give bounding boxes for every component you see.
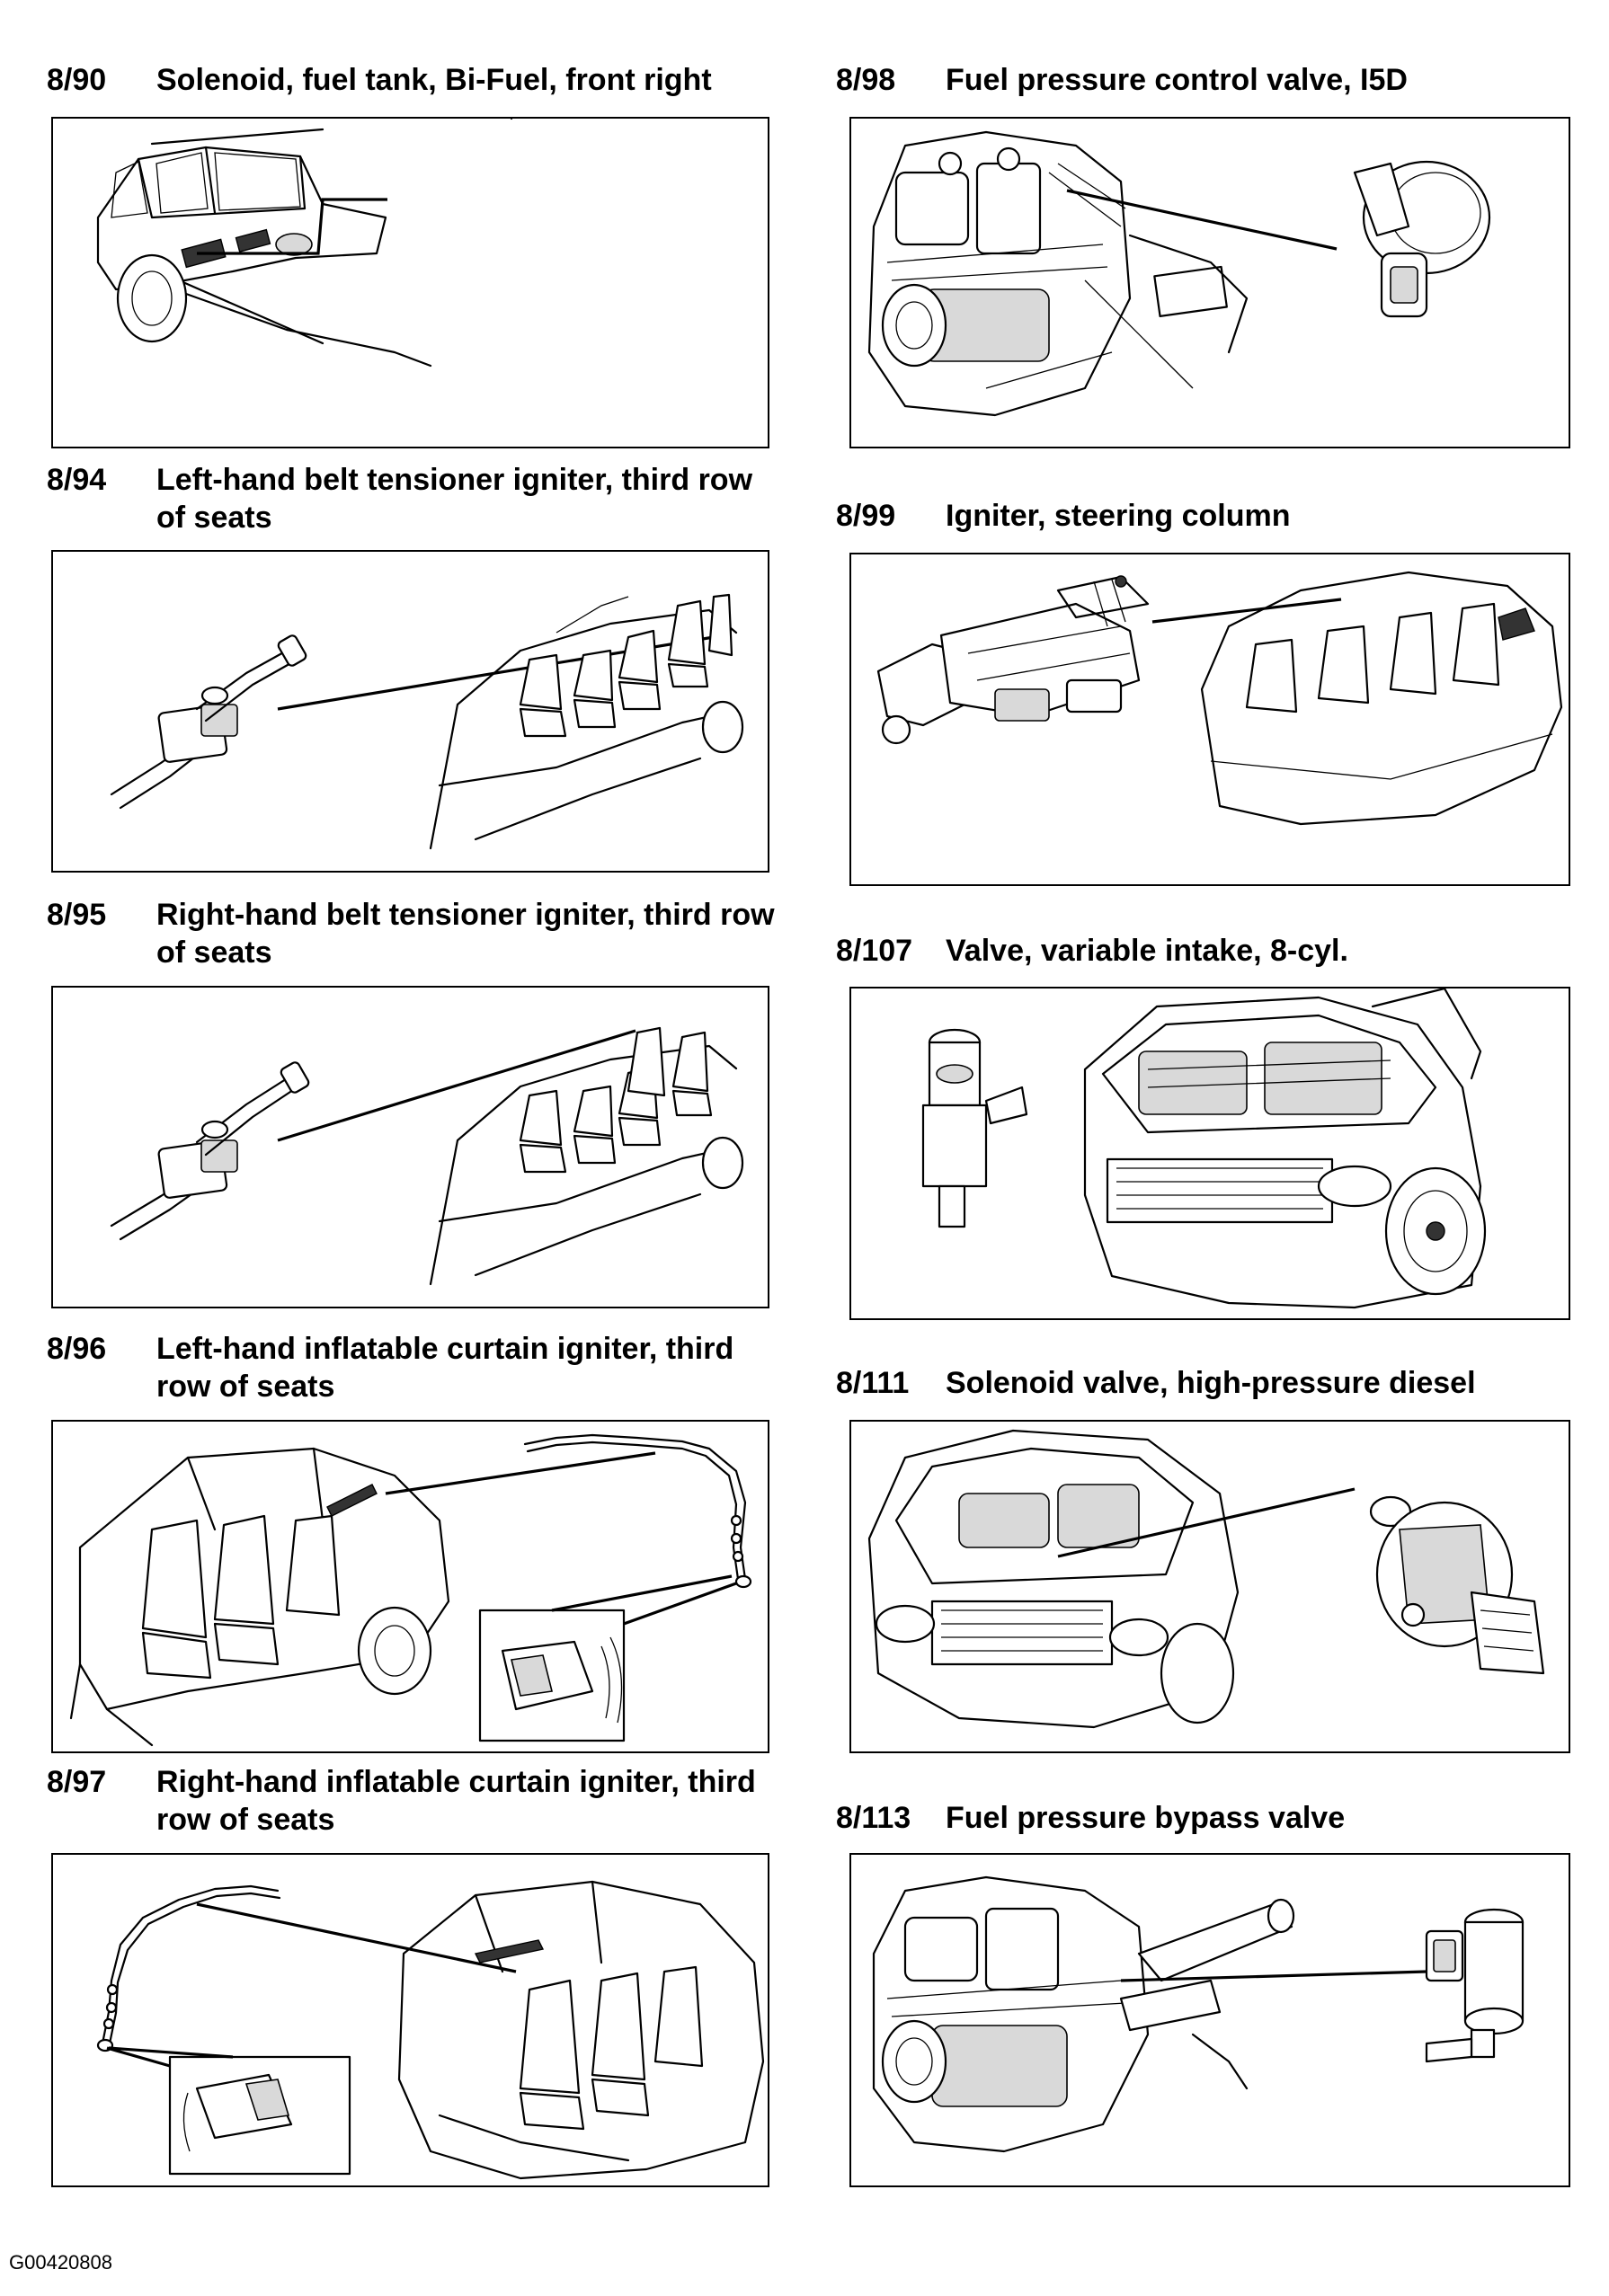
illustration-fuel-pressure-control-valve (849, 117, 1570, 448)
component-title: Igniter, steering column (946, 499, 1291, 533)
curtain-igniter-illustration (96, 1880, 765, 2180)
steering-column-illustration (876, 571, 1563, 826)
entry-heading: 8/107 Valve, variable intake, 8-cyl. (836, 932, 1573, 1013)
engine-and-valve-illustration (867, 130, 1491, 417)
component-code: 8/97 (47, 1765, 107, 1799)
component-title: Solenoid valve, high-pressure diesel (946, 1366, 1476, 1400)
intake-valve-and-car-front-illustration (921, 988, 1487, 1309)
car-side-illustration (96, 119, 513, 368)
illustration-right-curtain-igniter (51, 1853, 769, 2187)
component-title: Right-hand inflatable curtain igniter, t… (156, 1765, 756, 1837)
entry-heading: 8/90 Solenoid, fuel tank, Bi-Fuel, front… (47, 61, 784, 142)
component-code: 8/90 (47, 63, 107, 97)
belt-tensioner-seats-illustration (110, 593, 744, 850)
component-code: 8/107 (836, 934, 913, 968)
component-code: 8/95 (47, 898, 107, 932)
component-title: Left-hand inflatable curtain igniter, th… (156, 1332, 734, 1404)
illustration-left-belt-tensioner (51, 550, 769, 873)
component-code: 8/99 (836, 499, 896, 533)
component-code: 8/113 (836, 1801, 911, 1835)
component-title: Valve, variable intake, 8-cyl. (946, 934, 1348, 968)
component-code: 8/98 (836, 63, 896, 97)
entry-heading: 8/94 Left-hand belt tensioner igniter, t… (47, 461, 784, 542)
component-title: Fuel pressure bypass valve (946, 1801, 1346, 1835)
component-code: 8/94 (47, 463, 107, 497)
figure-id: G00420808 (9, 2251, 112, 2274)
entry-heading: 8/97 Right-hand inflatable curtain ignit… (47, 1763, 784, 1844)
illustration-high-pressure-diesel-solenoid (849, 1420, 1570, 1753)
entry-heading: 8/111 Solenoid valve, high-pressure dies… (836, 1364, 1573, 1445)
entry-heading: 8/113 Fuel pressure bypass valve (836, 1799, 1573, 1880)
entry-heading: 8/99 Igniter, steering column (836, 497, 1573, 578)
entry-heading: 8/96 Left-hand inflatable curtain ignite… (47, 1330, 784, 1411)
curtain-igniter-illustration (69, 1433, 752, 1747)
illustration-fuel-pressure-bypass-valve (849, 1853, 1570, 2187)
solenoid-valve-and-engine-bay-illustration (867, 1429, 1545, 1729)
component-code: 8/111 (836, 1366, 910, 1400)
illustration-left-curtain-igniter (51, 1420, 769, 1753)
illustration-steering-column-igniter (849, 553, 1570, 886)
component-code: 8/96 (47, 1332, 107, 1366)
component-title: Left-hand belt tensioner igniter, third … (156, 463, 753, 535)
illustration-right-belt-tensioner (51, 986, 769, 1308)
illustration-variable-intake-valve (849, 987, 1570, 1320)
entry-heading: 8/98 Fuel pressure control valve, I5D (836, 61, 1573, 142)
illustration-fuel-tank-solenoid (51, 117, 769, 448)
component-title: Fuel pressure control valve, I5D (946, 63, 1408, 97)
component-title: Right-hand belt tensioner igniter, third… (156, 898, 775, 970)
component-title: Solenoid, fuel tank, Bi-Fuel, front righ… (156, 63, 712, 97)
belt-tensioner-seats-illustration (110, 1026, 744, 1286)
bypass-valve-and-engine-illustration (872, 1875, 1525, 2153)
entry-heading: 8/95 Right-hand belt tensioner igniter, … (47, 896, 784, 977)
